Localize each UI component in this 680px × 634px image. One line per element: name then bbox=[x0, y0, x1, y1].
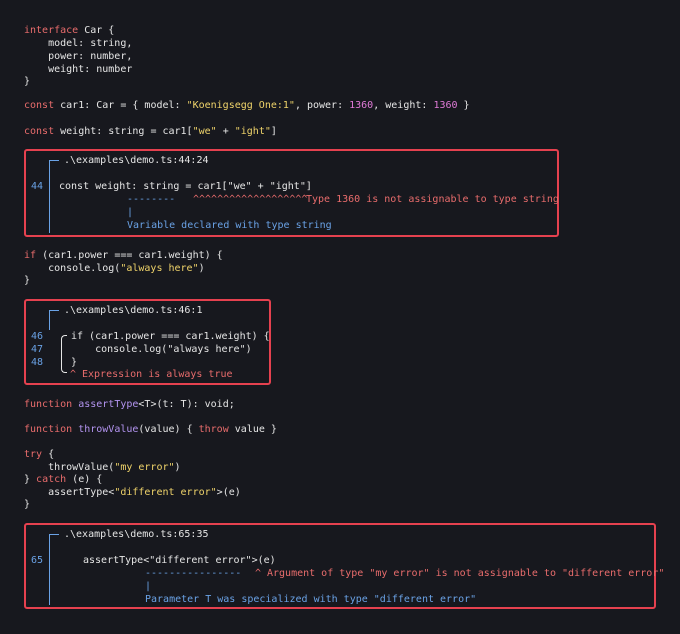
diagnostic-path: .\examples\demo.ts:44:24 bbox=[64, 155, 209, 166]
diagnostic-box-1: .\examples\demo.ts:44:24 44 const weight… bbox=[24, 149, 559, 237]
line-number: 46 bbox=[31, 331, 44, 342]
line-number: 47 bbox=[31, 344, 44, 355]
code-line: } bbox=[24, 499, 31, 510]
bracket-icon bbox=[61, 335, 67, 373]
diagnostic-pipe: | bbox=[127, 207, 134, 218]
code-line: function throwValue(value) { throw value… bbox=[24, 424, 277, 435]
diagnostic-code: if (car1.power === car1.weight) { bbox=[71, 331, 270, 342]
code-line: try { bbox=[24, 449, 55, 460]
code-line: interface Car { bbox=[24, 25, 115, 36]
diagnostic-error: Argument of type "my error" is not assig… bbox=[267, 568, 665, 579]
diagnostic-underline: ---------------- bbox=[145, 568, 242, 579]
diagnostic-code: console.log("always here") bbox=[71, 344, 252, 355]
diagnostic-caret: ^ bbox=[255, 568, 262, 579]
diagnostic-code: const weight: string = car1["we" + "ight… bbox=[59, 181, 312, 192]
line-number: 44 bbox=[31, 181, 44, 192]
diagnostic-caret: ^ bbox=[70, 369, 77, 380]
code-line: function assertType<T>(t: T): void; bbox=[24, 399, 235, 410]
diagnostic-code: } bbox=[71, 357, 78, 368]
line-number: 65 bbox=[31, 555, 44, 566]
diagnostic-pipe: | bbox=[145, 581, 152, 592]
diagnostic-error: Type 1360 is not assignable to type stri… bbox=[306, 194, 559, 205]
code-line: } bbox=[24, 76, 31, 87]
code-line: power: number, bbox=[24, 51, 133, 62]
code-line: console.log("always here") bbox=[24, 263, 205, 274]
code-line: if (car1.power === car1.weight) { bbox=[24, 250, 223, 261]
code-line: assertType<"different error">(e) bbox=[24, 487, 241, 498]
code-line: weight: number bbox=[24, 64, 133, 75]
diagnostic-code: assertType<"different error">(e) bbox=[83, 555, 276, 566]
diagnostic-path: .\examples\demo.ts:46:1 bbox=[64, 305, 203, 316]
code-line: const weight: string = car1["we" + "ight… bbox=[24, 126, 277, 137]
code-line: } catch (e) { bbox=[24, 474, 103, 485]
diagnostic-box-3: .\examples\demo.ts:65:35 65 assertType<"… bbox=[24, 523, 664, 609]
diagnostic-error: Expression is always true bbox=[82, 369, 233, 380]
diagnostic-box-2: .\examples\demo.ts:46:1 46 47 48 if (car… bbox=[24, 299, 271, 385]
code-line: } bbox=[24, 275, 31, 286]
diagnostic-underline: -------- bbox=[127, 194, 176, 205]
diagnostic-path: .\examples\demo.ts:65:35 bbox=[64, 529, 209, 540]
code-line: throwValue("my error") bbox=[24, 462, 181, 473]
code-line: model: string, bbox=[24, 38, 133, 49]
line-number: 48 bbox=[31, 357, 44, 368]
diagnostic-note: Parameter T was specialized with type "d… bbox=[145, 594, 477, 605]
diagnostic-note: Variable declared with type string bbox=[127, 220, 332, 231]
code-line: const car1: Car = { model: "Koenigsegg O… bbox=[24, 100, 470, 111]
diagnostic-carets: ^^^^^^^^^^^^^^^^^^^ bbox=[193, 194, 308, 205]
